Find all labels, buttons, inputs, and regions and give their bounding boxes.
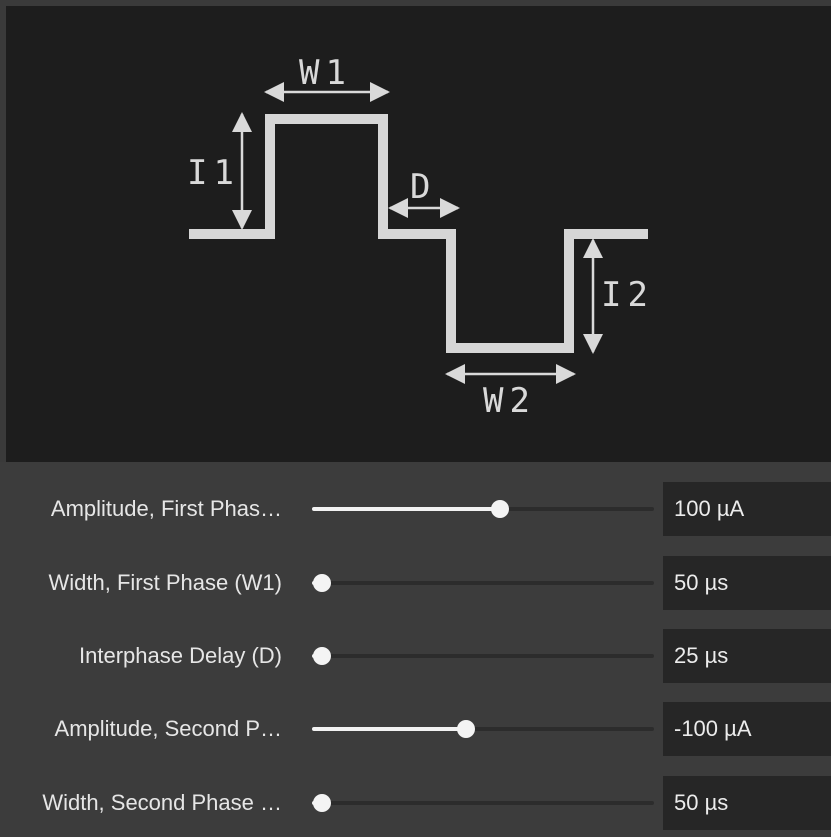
control-row-width-first: Width, First Phase (W1) 50 µs (0, 555, 831, 611)
waveform-diagram: W1 I1 D I2 W2 (6, 6, 831, 462)
slider-handle[interactable] (456, 720, 475, 738)
i2-label: I2 (601, 275, 654, 315)
width-first-value-field[interactable]: 50 µs (663, 556, 831, 610)
amplitude-first-label: Amplitude, First Phas… (50, 496, 282, 521)
w2-label: W2 (483, 381, 536, 421)
width-second-label: Width, Second Phase … (42, 790, 282, 815)
slider-handle[interactable] (313, 647, 332, 665)
amplitude-first-value-field[interactable]: 100 µA (663, 482, 831, 536)
slider-fill (312, 507, 501, 511)
width-second-value-field[interactable]: 50 µs (663, 776, 831, 830)
slider-track (312, 581, 654, 585)
slider-track (312, 654, 654, 658)
slider-handle[interactable] (313, 794, 332, 812)
interphase-delay-value-field[interactable]: 25 µs (663, 629, 831, 683)
d-label: D (410, 167, 436, 207)
slider-track (312, 801, 654, 805)
waveform-svg: W1 I1 D I2 W2 (187, 53, 654, 421)
w1-label: W1 (299, 53, 352, 93)
slider-track (312, 727, 654, 731)
parameter-controls: Amplitude, First Phas… 100 µA Width, Fir… (0, 462, 831, 837)
slider-fill (312, 727, 466, 731)
interphase-delay-label: Interphase Delay (D) (79, 643, 282, 668)
biphasic-waveform (189, 114, 648, 353)
control-row-interphase-delay: Interphase Delay (D) 25 µs (0, 628, 831, 684)
amplitude-second-slider[interactable] (312, 701, 654, 757)
width-first-slider[interactable] (312, 555, 654, 611)
amplitude-second-value-field[interactable]: -100 µA (663, 702, 831, 756)
control-row-amplitude-second: Amplitude, Second P… -100 µA (0, 701, 831, 757)
amplitude-first-slider[interactable] (312, 481, 654, 537)
slider-handle[interactable] (491, 500, 510, 518)
control-row-amplitude-first: Amplitude, First Phas… 100 µA (0, 481, 831, 537)
width-first-label: Width, First Phase (W1) (48, 570, 282, 595)
amplitude-second-label: Amplitude, Second P… (54, 716, 282, 741)
slider-handle[interactable] (313, 574, 332, 592)
i1-label: I1 (187, 153, 240, 193)
width-second-slider[interactable] (312, 775, 654, 831)
interphase-delay-slider[interactable] (312, 628, 654, 684)
control-row-width-second: Width, Second Phase … 50 µs (0, 775, 831, 831)
